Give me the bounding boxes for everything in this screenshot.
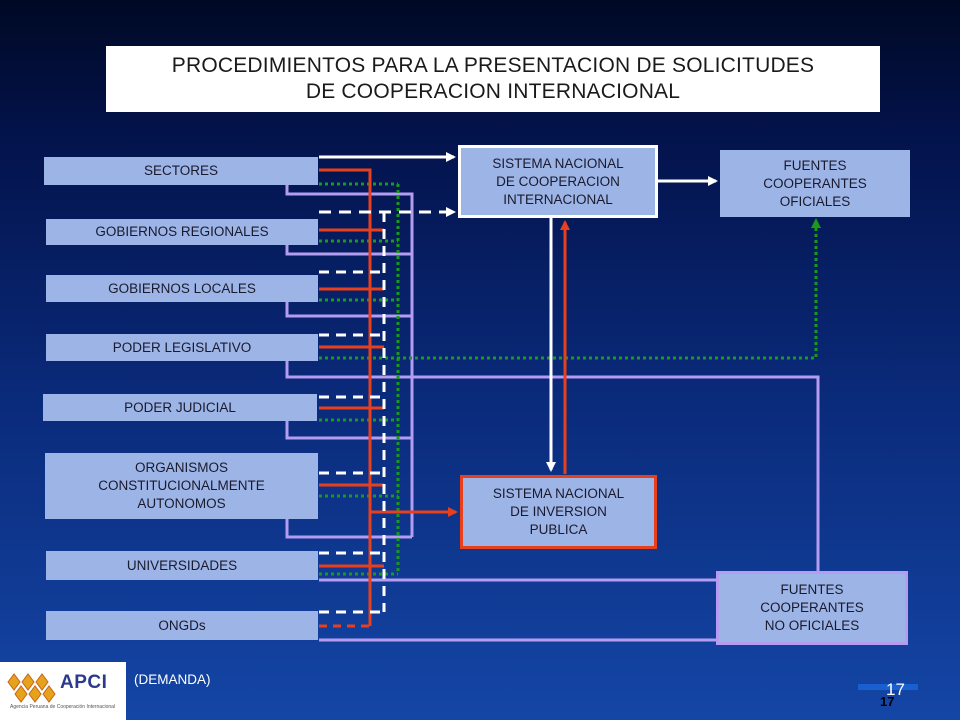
purple-line-sectores — [285, 180, 414, 537]
node-gobiernos-locales: GOBIERNOS LOCALES — [46, 275, 318, 302]
node-poder-legislativo: PODER LEGISLATIVO — [46, 334, 318, 361]
node-sectores-label: SECTORES — [143, 163, 219, 178]
node-universidades-label: UNIVERSIDADES — [126, 557, 238, 573]
apci-logo-text: APCI — [60, 672, 108, 693]
white-connectors — [319, 152, 718, 614]
title-box: PROCEDIMIENTOS PARA LA PRESENTACION DE S… — [106, 46, 880, 112]
purple-line-judicial — [285, 420, 412, 440]
node-ongds: ONGDs — [46, 611, 318, 640]
snip-line-3: PUBLICA — [529, 522, 588, 537]
node-poder-legislativo-label: PODER LEGISLATIVO — [112, 339, 252, 355]
node-gobiernos-locales-label: GOBIERNOS LOCALES — [108, 280, 256, 296]
fuentes-no-oficiales-line-2: COOPERANTES — [760, 600, 864, 615]
fuentes-oficiales-line-3: OFICIALES — [779, 193, 851, 209]
node-gobiernos-regionales: GOBIERNOS REGIONALES — [46, 219, 318, 245]
node-sistema-cooperacion-internacional: SISTEMA NACIONAL DE COOPERACION INTERNAC… — [458, 145, 658, 218]
page-number-shadow: 17 — [880, 694, 895, 709]
page-number: 17 — [886, 680, 905, 699]
title-line-1: PROCEDIMIENTOS PARA LA PRESENTACION DE S… — [171, 54, 815, 77]
apci-logo-subtitle: Agencia Peruana de Cooperación Internaci… — [10, 704, 116, 710]
snip-line-1: SISTEMA NACIONAL — [492, 486, 625, 501]
sinci-line-2: DE COOPERACION — [496, 173, 620, 189]
node-organismos-line-2: CONSTITUCIONALMENTE — [98, 478, 265, 493]
green-arrow-to-fuentes-oficiales — [319, 218, 821, 360]
node-organismos-autonomos: ORGANISMOS CONSTITUCIONALMENTE AUTONOMOS — [45, 453, 318, 519]
node-poder-judicial: PODER JUDICIAL — [43, 394, 317, 421]
fuentes-oficiales-line-1: FUENTES — [783, 157, 847, 173]
title-line-2: DE COOPERACION INTERNACIONAL — [305, 80, 681, 103]
demand-label: (DEMANDA) — [134, 672, 211, 687]
green-connectors — [319, 182, 821, 576]
node-poder-judicial-label: PODER JUDICIAL — [124, 399, 236, 415]
node-organismos-line-1: ORGANISMOS — [134, 460, 228, 475]
page-number-bar — [858, 684, 918, 690]
apci-logo: APCI Agencia Peruana de Cooperación Inte… — [0, 662, 126, 720]
node-sectores: SECTORES — [44, 157, 318, 185]
node-universidades: UNIVERSIDADES — [46, 551, 318, 580]
sinci-line-1: SISTEMA NACIONAL — [492, 155, 624, 171]
sinci-line-3: INTERNACIONAL — [503, 191, 613, 207]
snip-line-2: DE INVERSION — [510, 504, 607, 519]
purple-line-locales — [285, 300, 412, 318]
apci-logo-mark-icon — [7, 673, 56, 703]
purple-line-organismos — [285, 516, 412, 539]
node-sistema-inversion-publica: SISTEMA NACIONAL DE INVERSION PUBLICA — [460, 475, 657, 549]
fuentes-oficiales-line-2: COOPERANTES — [763, 175, 867, 191]
fuentes-no-oficiales-line-1: FUENTES — [780, 582, 844, 597]
node-fuentes-cooperantes-no-oficiales: FUENTES COOPERANTES NO OFICIALES — [716, 571, 908, 645]
node-ongds-label: ONGDs — [158, 617, 206, 633]
fuentes-no-oficiales-line-3: NO OFICIALES — [764, 618, 860, 633]
node-fuentes-cooperantes-oficiales: FUENTES COOPERANTES OFICIALES — [720, 150, 910, 217]
node-organismos-line-3: AUTONOMOS — [137, 496, 226, 511]
node-gobiernos-regionales-label: GOBIERNOS REGIONALES — [95, 224, 269, 239]
